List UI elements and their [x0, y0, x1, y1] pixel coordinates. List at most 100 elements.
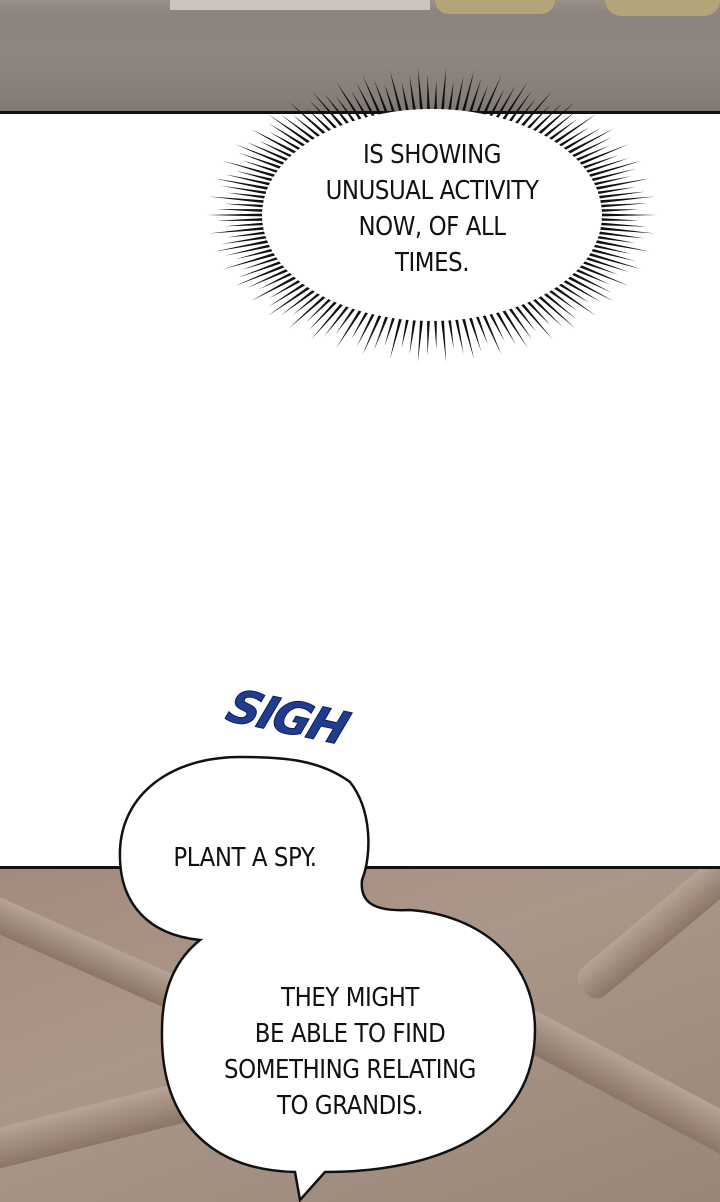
burst-spike: [208, 226, 272, 234]
burst-spike: [586, 242, 632, 254]
burst-spike: [505, 90, 533, 127]
burst-spike: [224, 203, 272, 209]
burst-spike: [581, 160, 642, 180]
burst-spike: [324, 93, 353, 129]
burst-spike: [511, 98, 536, 129]
burst-spike: [226, 230, 274, 238]
burst-spike: [557, 127, 602, 154]
burst-spike: [384, 312, 397, 346]
burst-spike: [517, 90, 553, 131]
burst-spike: [548, 282, 597, 316]
speech-bubble-1: [118, 755, 537, 1202]
burst-spike: [581, 250, 642, 270]
burst-spike: [522, 296, 551, 326]
burst-spike: [586, 176, 632, 188]
burst-spike: [292, 288, 326, 315]
burst-spike: [572, 262, 630, 286]
burst-spike: [440, 315, 447, 362]
burst-spike: [528, 294, 563, 327]
burst-spike: [583, 246, 636, 262]
burst-spike: [505, 303, 533, 340]
burst-spike: [267, 282, 316, 316]
text-line: THEY MIGHT: [281, 983, 419, 1013]
panel-border: [0, 111, 720, 114]
burst-spike: [235, 246, 281, 260]
burst-spike: [267, 114, 316, 148]
burst-spike: [569, 265, 610, 285]
burst-spike: [473, 85, 488, 119]
burst-spike: [409, 314, 417, 355]
burst-spike: [467, 78, 482, 118]
burst-spike: [216, 209, 271, 213]
burst-spike: [247, 142, 295, 165]
burst-spike: [225, 174, 278, 188]
burst-spike: [308, 296, 342, 331]
burst-spike: [589, 187, 636, 196]
burst-spike: [356, 308, 378, 347]
burst-spike: [249, 272, 303, 302]
burst-spike: [538, 110, 577, 142]
burst-spike: [417, 68, 424, 115]
burst-spike: [351, 307, 371, 339]
burst-spike: [589, 234, 636, 243]
text-line: BE ABLE TO FIND: [254, 1019, 446, 1049]
burst-bubble: [262, 109, 602, 321]
burst-spike: [592, 221, 648, 227]
burst-spike: [460, 70, 475, 117]
burst-spike: [528, 103, 563, 136]
burst-spike: [480, 74, 502, 120]
burst-spike: [593, 217, 640, 221]
burst-spike: [268, 131, 307, 154]
text-line: TO GRANDIS.: [276, 1091, 424, 1121]
burst-spike: [384, 84, 397, 118]
burst-spike: [572, 144, 630, 168]
text-line: NOW, OF ALL: [358, 212, 506, 242]
burst-spike: [427, 315, 431, 356]
burst-spike: [493, 307, 516, 345]
burst-spike: [311, 90, 347, 131]
burst-spike: [533, 101, 576, 139]
burst-spike: [592, 203, 648, 209]
burst-spike: [306, 294, 336, 323]
text-line: UNUSUAL ACTIVITY: [325, 176, 539, 206]
text-line: SOMETHING RELATING: [224, 1055, 476, 1085]
burst-spike: [216, 217, 271, 221]
burst-spike: [454, 314, 464, 354]
burst-spike: [578, 254, 630, 273]
burst-spike: [222, 250, 283, 270]
burst-spike: [224, 221, 272, 227]
burst-spike: [486, 308, 505, 342]
burst-spike: [241, 254, 286, 270]
burst-spike: [588, 178, 650, 192]
burst-spike: [401, 81, 410, 116]
burst-spike: [335, 95, 359, 127]
bubble-2-text: THEY MIGHT BE ABLE TO FIND SOMETHING REL…: [200, 980, 499, 1124]
burst-spike: [238, 152, 289, 172]
burst-spike: [336, 305, 365, 349]
burst-spike: [373, 311, 391, 351]
burst-spike: [440, 68, 447, 115]
burst-spike: [336, 81, 365, 125]
burst-spike: [511, 301, 536, 332]
burst-spike: [356, 83, 378, 122]
burst-spike: [447, 81, 454, 116]
burst-spike: [311, 299, 347, 340]
burst-spike: [588, 238, 650, 252]
burst-spike: [454, 76, 464, 116]
burst-spike: [493, 85, 516, 123]
lamp-base: [605, 0, 720, 16]
burst-spike: [234, 144, 292, 168]
burst-spike: [447, 314, 454, 349]
burst-spike: [288, 101, 331, 139]
burst-spike: [499, 81, 528, 125]
burst-spike: [238, 258, 289, 278]
burst-spike: [548, 114, 597, 148]
burst-spike: [575, 258, 619, 275]
burst-spike: [592, 226, 656, 234]
burst-spike: [499, 305, 528, 349]
burst-spike: [460, 313, 475, 360]
burst-spike: [401, 314, 410, 349]
burst-spike: [288, 291, 331, 329]
burst-spike: [208, 196, 272, 204]
burst-spike: [235, 170, 281, 184]
